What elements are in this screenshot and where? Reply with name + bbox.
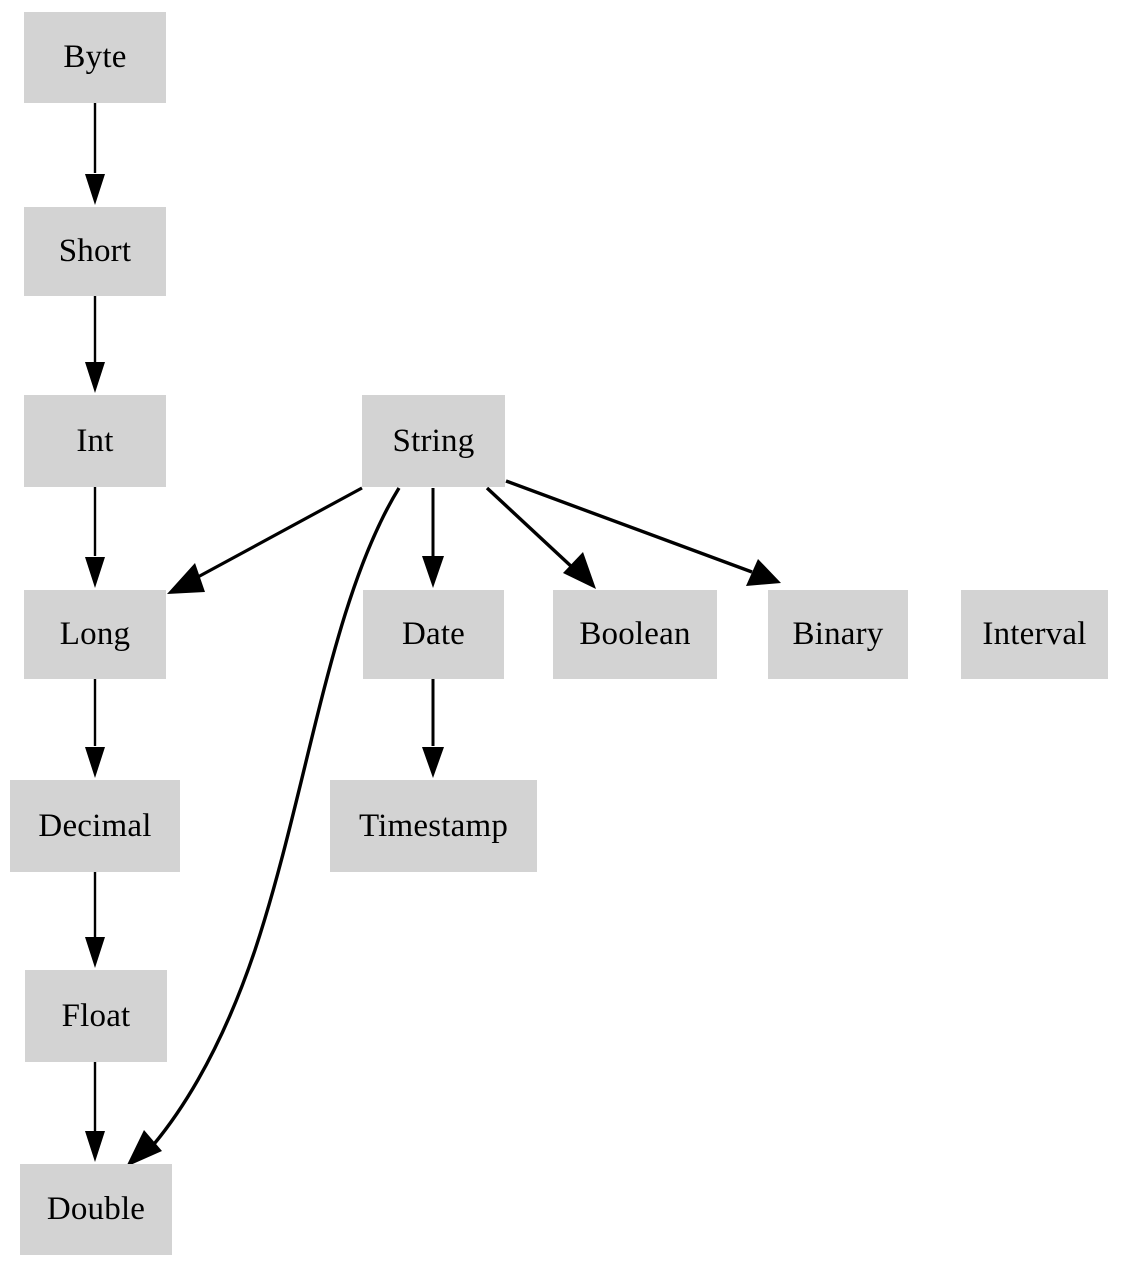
node-interval[interactable]: Interval <box>961 590 1108 679</box>
node-short[interactable]: Short <box>24 207 166 296</box>
node-float[interactable]: Float <box>25 970 167 1062</box>
node-double[interactable]: Double <box>20 1164 172 1255</box>
node-decimal[interactable]: Decimal <box>10 780 180 872</box>
node-string[interactable]: String <box>362 395 505 487</box>
node-int[interactable]: Int <box>24 395 166 487</box>
node-byte[interactable]: Byte <box>24 12 166 103</box>
node-boolean[interactable]: Boolean <box>553 590 717 679</box>
node-date[interactable]: Date <box>363 590 504 679</box>
node-long[interactable]: Long <box>24 590 166 679</box>
node-binary[interactable]: Binary <box>768 590 908 679</box>
node-timestamp[interactable]: Timestamp <box>330 780 537 872</box>
